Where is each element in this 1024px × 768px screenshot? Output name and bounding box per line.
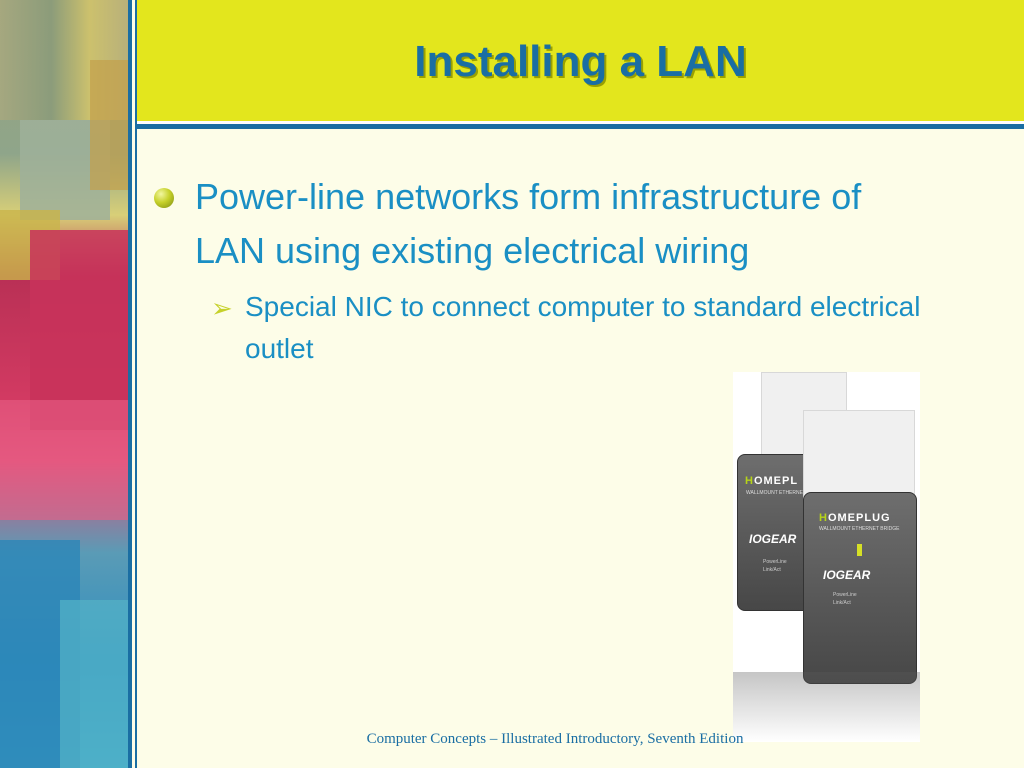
decorative-art-strip	[0, 0, 128, 768]
sub-bullet-item: ➢ Special NIC to connect computer to sta…	[211, 286, 940, 370]
arrow-bullet-icon: ➢	[211, 293, 233, 323]
status-led	[857, 544, 862, 556]
homeplug-adapter-front: HOMEPLUG WALLMOUNT ETHERNET BRIDGE IOGEA…	[793, 410, 920, 700]
homeplug-product-photo: HOMEPL WALLMOUNT ETHERNET IOGEAR PowerLi…	[733, 372, 920, 742]
sub-bullet-text: Special NIC to connect computer to stand…	[245, 291, 921, 364]
vertical-divider-thin	[135, 0, 137, 768]
header-rule-white	[137, 121, 1024, 124]
bullet-text: Power-line networks form infrastructure …	[195, 176, 862, 271]
sphere-bullet-icon	[154, 188, 174, 208]
slide-content: Power-line networks form infrastructure …	[150, 170, 940, 370]
title-banner	[137, 0, 1024, 121]
bullet-item: Power-line networks form infrastructure …	[150, 170, 940, 278]
slide-title: Installing a LAN	[414, 37, 747, 86]
photo-reflection	[733, 672, 920, 742]
header-rule	[137, 124, 1024, 129]
vertical-divider	[128, 0, 132, 768]
slide-footer: Computer Concepts – Illustrated Introduc…	[366, 731, 744, 747]
